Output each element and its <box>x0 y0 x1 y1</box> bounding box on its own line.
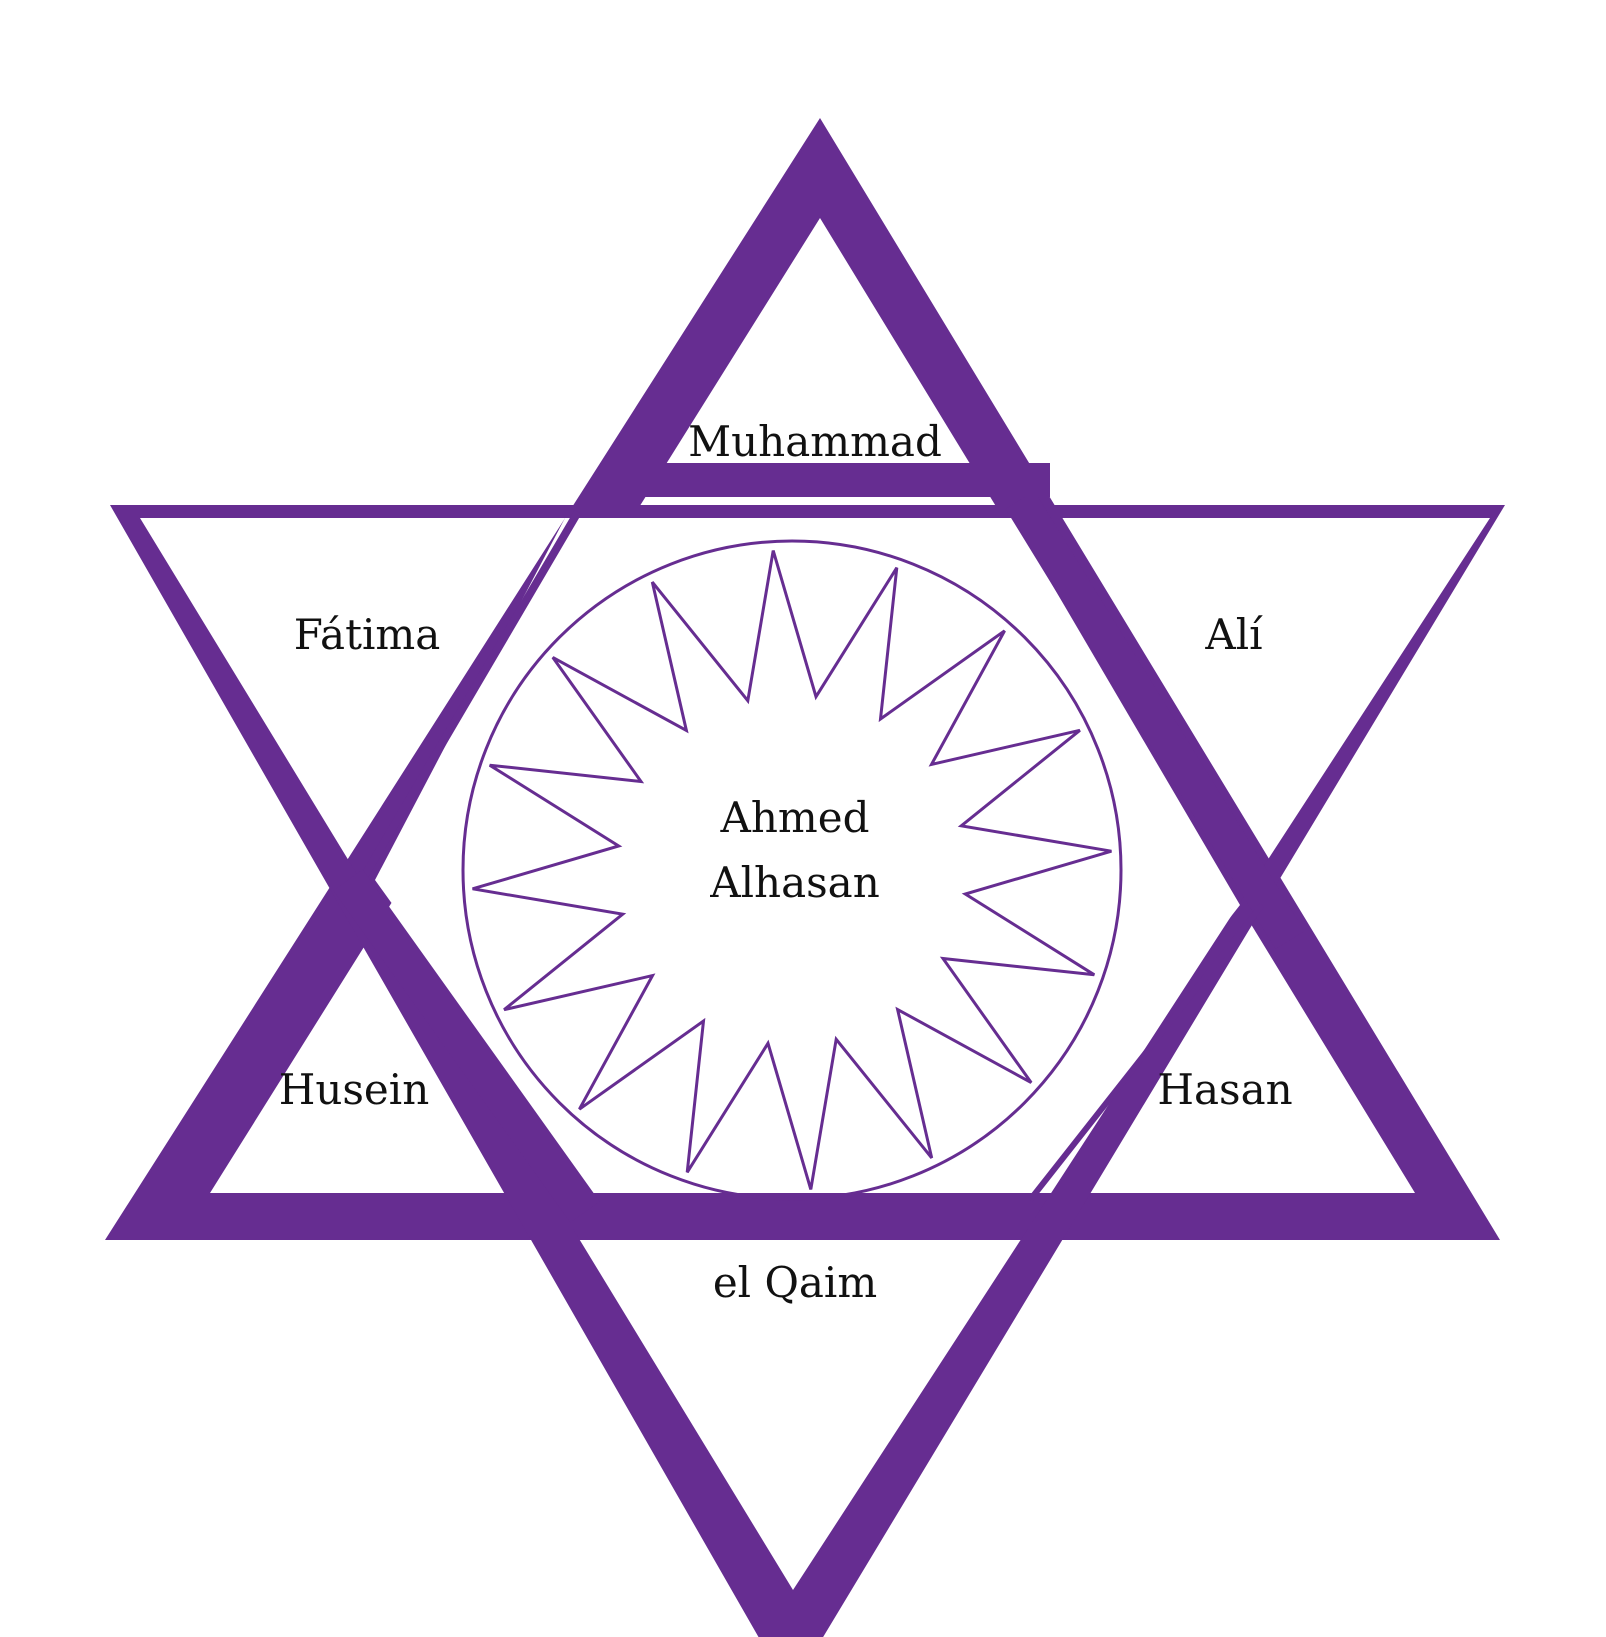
label-center-line2: Alhasan <box>709 858 880 907</box>
label-lower-right: Hasan <box>1157 1065 1292 1114</box>
center-circle <box>461 539 1123 1201</box>
label-bottom: el Qaim <box>713 1258 877 1307</box>
lower-left-hexagon-edge <box>333 869 600 1223</box>
label-center-line1: Ahmed <box>720 793 870 842</box>
label-top: Muhammad <box>688 417 942 466</box>
label-lower-left: Husein <box>279 1065 430 1114</box>
label-upper-right: Alí <box>1204 610 1263 659</box>
label-upper-left: Fátima <box>294 610 441 659</box>
upward-triangle-inner-edges <box>600 463 1305 949</box>
inner-hexagon <box>375 518 1240 1193</box>
downward-triangle-inner-edges <box>358 509 582 883</box>
upward-triangle <box>105 118 1500 1240</box>
lower-right-hexagon-edge <box>1027 903 1265 1202</box>
center-sixteen-point-star <box>472 550 1112 1190</box>
